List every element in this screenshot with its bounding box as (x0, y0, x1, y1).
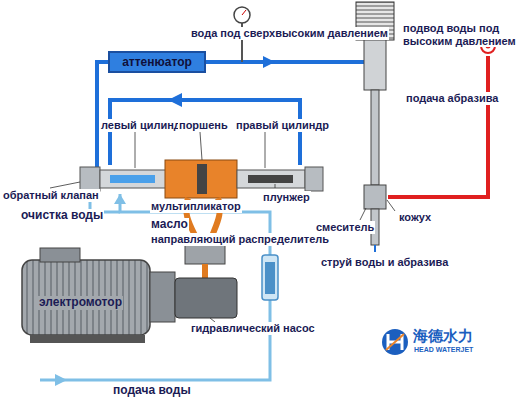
part-label: мультипликатор (150, 200, 242, 213)
part-label: левый цилиндр (100, 119, 189, 132)
inlet-note: подвод воды под высоким давлением (402, 22, 522, 47)
flow-label: подача воды (112, 384, 192, 398)
part-label: плунжер (262, 191, 311, 204)
part-label: кожух (398, 211, 432, 224)
logo-text: 海德水力 (412, 327, 474, 344)
logo-subtext: HEAD WATERJET (413, 346, 474, 354)
attenuator-box: аттенюатор (108, 51, 206, 73)
part-label: правый цилиндр (235, 119, 330, 132)
flow-label: масло (150, 218, 189, 232)
abrasive-feed-label: подача абразива (405, 92, 499, 105)
part-label: обратный клапан (2, 189, 100, 202)
node-text: аттенюатор (122, 55, 192, 69)
pressure-note: вода под сверхвысоким давлением (190, 27, 389, 40)
output-label: струй воды и абразива (320, 256, 449, 269)
flow-label: очистка воды (20, 209, 104, 223)
part-label: смеситель (315, 221, 375, 234)
motor-label: электромотор (38, 296, 123, 310)
part-label: поршень (178, 119, 229, 132)
part-label: гидравлический насос (190, 322, 316, 335)
part-label: направляющий распределитель (150, 233, 330, 246)
